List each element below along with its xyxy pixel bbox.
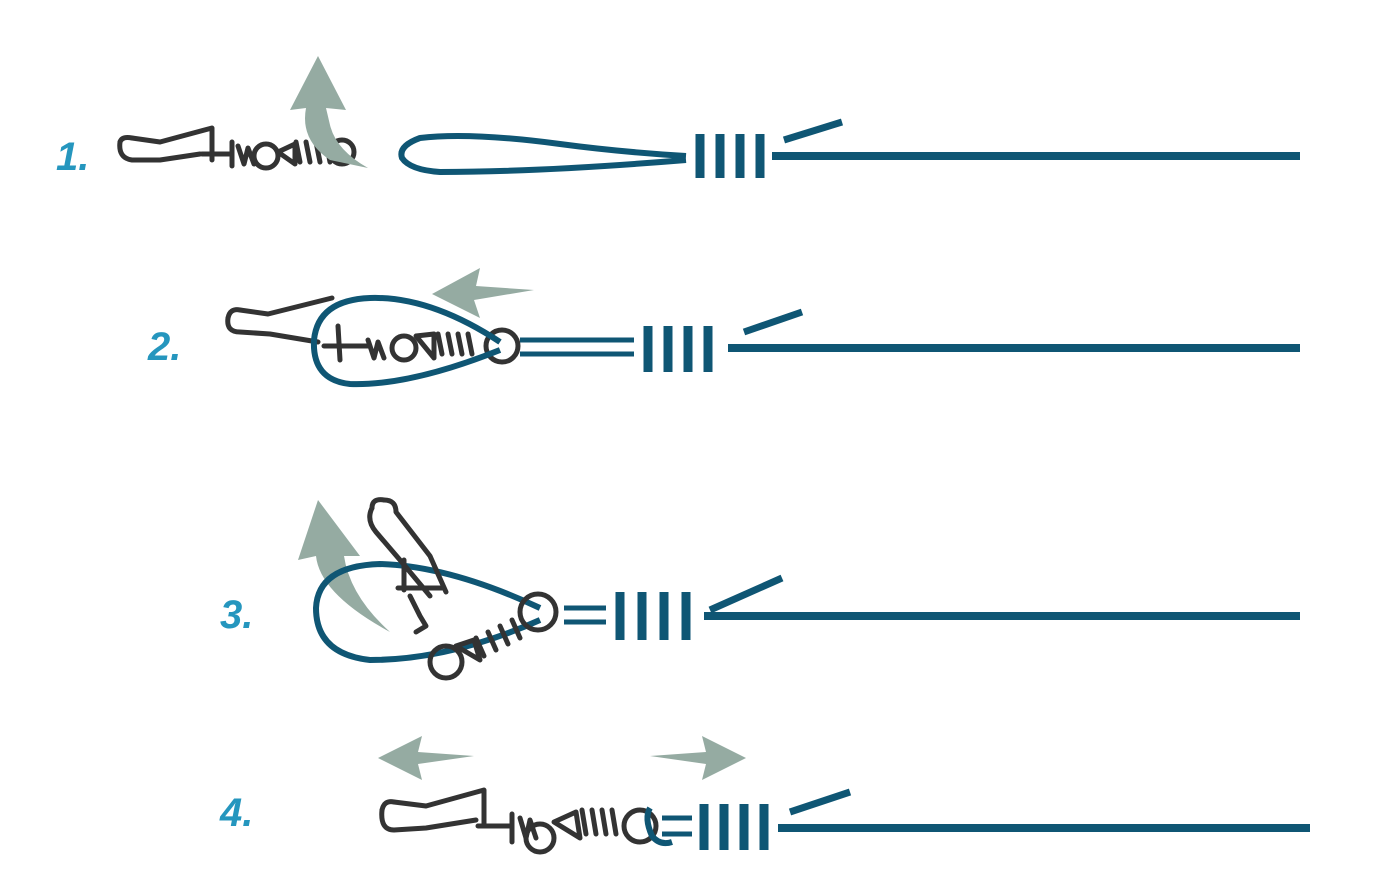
tag-end bbox=[782, 118, 844, 144]
knot-wraps bbox=[699, 804, 769, 850]
knot-wraps bbox=[615, 592, 691, 640]
step-1-label: 1. bbox=[56, 135, 89, 179]
tag-end bbox=[788, 788, 852, 816]
step-2: 2. bbox=[147, 268, 1300, 388]
fishing-line-loop bbox=[398, 133, 687, 176]
snap-swivel-icon bbox=[225, 295, 521, 365]
step-4: 4. bbox=[219, 736, 1310, 855]
tag-end bbox=[742, 308, 804, 336]
step-4-label: 4. bbox=[219, 791, 253, 835]
direction-arrow-icon bbox=[298, 500, 390, 632]
snap-swivel-icon bbox=[379, 787, 659, 855]
direction-arrow-icon bbox=[432, 268, 534, 318]
fishing-line-loop bbox=[644, 806, 673, 847]
step-1: 1. bbox=[56, 56, 1300, 179]
step-3-label: 3. bbox=[220, 593, 253, 637]
fishing-line-loop bbox=[310, 294, 502, 388]
direction-arrow-icon bbox=[650, 736, 746, 780]
direction-arrow-icon bbox=[378, 736, 474, 780]
direction-arrow-icon bbox=[290, 56, 368, 168]
knot-wraps bbox=[695, 134, 765, 178]
snap-swivel-icon bbox=[367, 497, 559, 681]
step-3: 3. bbox=[220, 497, 1300, 681]
knot-wraps bbox=[643, 326, 713, 372]
tag-end bbox=[708, 574, 784, 614]
step-2-label: 2. bbox=[147, 325, 181, 369]
